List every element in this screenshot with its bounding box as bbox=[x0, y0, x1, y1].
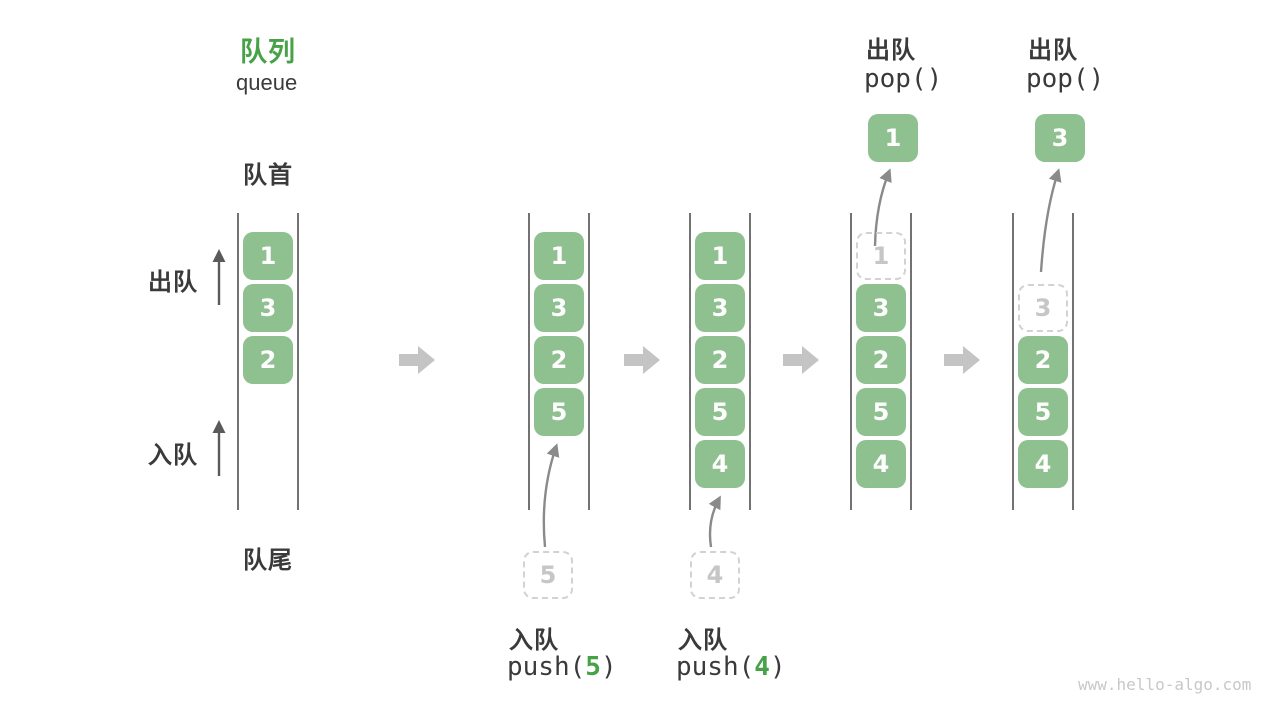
queue-item: 2 bbox=[1018, 336, 1068, 384]
popped-item: 3 bbox=[1035, 114, 1085, 162]
watermark: www.hello-algo.com bbox=[1078, 675, 1252, 694]
right-block-arrow-icon bbox=[783, 346, 819, 374]
push4-code-pre: push( bbox=[676, 652, 755, 682]
pop1-code: pop() bbox=[864, 64, 943, 94]
queue-item: 1 bbox=[695, 232, 745, 280]
push5-arrow-icon bbox=[542, 443, 560, 548]
queue-item: 2 bbox=[856, 336, 906, 384]
queue-item: 5 bbox=[856, 388, 906, 436]
diagram-title-en: queue bbox=[236, 70, 298, 95]
queue-item-ghost: 3 bbox=[1018, 284, 1068, 332]
queue-item: 3 bbox=[856, 284, 906, 332]
popped-item: 1 bbox=[868, 114, 918, 162]
state-transition-arrows bbox=[399, 346, 980, 374]
push4-arrow-icon bbox=[708, 495, 721, 548]
pop2-code: pop() bbox=[1026, 64, 1105, 94]
label-dequeue-side: 出队 bbox=[148, 269, 198, 296]
incoming-item-ghost: 5 bbox=[523, 551, 573, 599]
push4-code: push(4) bbox=[676, 652, 786, 682]
push4-label-zh: 入队 bbox=[678, 627, 728, 654]
queue-item: 3 bbox=[695, 284, 745, 332]
queue-item: 2 bbox=[695, 336, 745, 384]
right-block-arrow-icon bbox=[624, 346, 660, 374]
right-block-arrow-icon bbox=[944, 346, 980, 374]
queue-item-ghost: 1 bbox=[856, 232, 906, 280]
queue-item: 4 bbox=[856, 440, 906, 488]
queue-rails bbox=[237, 213, 1074, 510]
queue-item: 2 bbox=[534, 336, 584, 384]
label-queue-rear: 队尾 bbox=[243, 547, 293, 574]
queue-item: 5 bbox=[695, 388, 745, 436]
push4-code-post: ) bbox=[769, 652, 786, 682]
pop1-arrow-icon bbox=[873, 168, 892, 247]
queue-item: 4 bbox=[1018, 440, 1068, 488]
queue-item: 5 bbox=[1018, 388, 1068, 436]
push5-code-arg: 5 bbox=[585, 652, 601, 682]
push4-code-arg: 4 bbox=[754, 652, 770, 682]
push5-code-pre: push( bbox=[507, 652, 586, 682]
diagram-title-zh: 队列 bbox=[240, 37, 296, 67]
push5-code-post: ) bbox=[600, 652, 617, 682]
push5-label-zh: 入队 bbox=[509, 627, 559, 654]
queue-item: 3 bbox=[243, 284, 293, 332]
incoming-item-ghost: 4 bbox=[690, 551, 740, 599]
queue-item: 5 bbox=[534, 388, 584, 436]
right-block-arrow-icon bbox=[399, 346, 435, 374]
queue-item: 1 bbox=[534, 232, 584, 280]
label-queue-front: 队首 bbox=[243, 162, 293, 189]
pop2-arrow-icon bbox=[1039, 168, 1062, 273]
pop1-label-zh: 出队 bbox=[866, 37, 916, 64]
queue-item: 3 bbox=[534, 284, 584, 332]
pop2-label-zh: 出队 bbox=[1028, 37, 1078, 64]
label-enqueue-side: 入队 bbox=[148, 442, 198, 469]
queue-item: 4 bbox=[695, 440, 745, 488]
queue-item: 2 bbox=[243, 336, 293, 384]
push5-code: push(5) bbox=[507, 652, 617, 682]
queue-item: 1 bbox=[243, 232, 293, 280]
